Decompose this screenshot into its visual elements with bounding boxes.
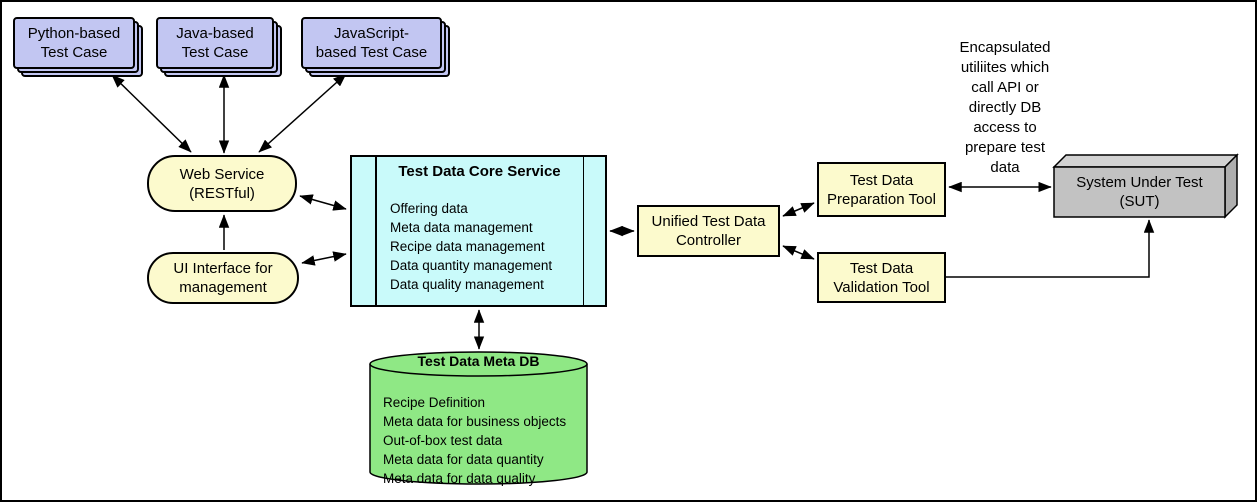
meta-db-item: Out-of-box test data — [383, 433, 503, 448]
meta-db-list: Recipe Definition Meta data for business… — [383, 393, 566, 488]
core-left-divider — [375, 157, 377, 305]
ui-interface-label: UI Interface for management — [173, 260, 273, 296]
core-service-list: Offering data Meta data management Recip… — [390, 199, 552, 294]
validation-tool-box: Test Data Validation Tool — [817, 252, 946, 303]
java-test-case-box: Java-based Test Case — [156, 17, 282, 77]
web-service-label: Web Service (RESTful) — [179, 165, 265, 202]
core-service-item: Data quantity management — [390, 258, 553, 273]
sut-box-side-face — [1224, 153, 1238, 219]
meta-db-item: Recipe Definition — [383, 395, 486, 410]
core-service-item: Offering data — [390, 201, 468, 216]
validation-tool-label: Test Data Validation Tool — [833, 259, 930, 296]
arrow-javascript-webservice — [258, 73, 347, 153]
preparation-tool-label: Test Data Preparation Tool — [827, 171, 936, 208]
core-service-title: Test Data Core Service — [398, 163, 561, 180]
arrow-controller-validationtool — [782, 245, 815, 260]
unified-controller-label: Unified Test Data Controller — [651, 213, 766, 249]
arrow-python-webservice — [111, 74, 192, 153]
java-test-case-label: Java-based Test Case — [176, 25, 254, 61]
sut-label-area: System Under Test (SUT) — [1054, 167, 1225, 217]
meta-db-item: Meta data for data quantity — [383, 452, 544, 467]
arrow-validationtool-sut — [946, 219, 1155, 278]
encapsulated-utilities-note: Encapsulated utiliites which call API or… — [959, 39, 1051, 176]
javascript-test-case-box: JavaScript- based Test Case — [301, 17, 450, 77]
sut-label: System Under Test (SUT) — [1076, 174, 1203, 210]
arrow-uiinterface-coreservice — [301, 251, 347, 266]
core-service-item: Data quality management — [390, 277, 544, 292]
arrow-webservice-coreservice — [299, 194, 347, 211]
core-service-box: Test Data Core Service Offering data Met… — [350, 155, 607, 307]
core-service-item: Recipe data management — [390, 239, 545, 254]
meta-db-item: Meta data for data quality — [383, 471, 536, 486]
python-test-case-box: Python-based Test Case — [13, 17, 143, 77]
core-right-divider — [582, 157, 584, 305]
arrow-controller-preparationtool — [782, 202, 815, 217]
javascript-test-case-label: JavaScript- based Test Case — [315, 25, 428, 61]
core-service-item: Meta data management — [390, 220, 533, 235]
web-service-node: Web Service (RESTful) — [147, 155, 297, 212]
ui-interface-node: UI Interface for management — [147, 252, 299, 304]
python-test-case-label: Python-based Test Case — [27, 25, 121, 61]
unified-controller-box: Unified Test Data Controller — [637, 205, 780, 257]
meta-db-item: Meta data for business objects — [383, 414, 567, 429]
meta-db-title: Test Data Meta DB — [417, 353, 540, 369]
preparation-tool-box: Test Data Preparation Tool — [817, 162, 946, 217]
